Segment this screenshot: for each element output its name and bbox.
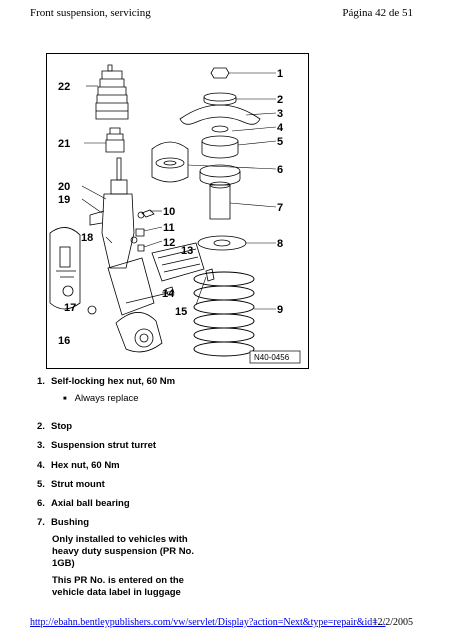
list-item: 2. Stop	[37, 421, 72, 432]
callout-11: 11	[163, 222, 175, 234]
callout-5: 5	[277, 136, 283, 148]
exploded-diagram: 1 2 3 4 5 6 7 8 9 10 11 12 13 14 15 16 1…	[46, 53, 309, 369]
footer-link[interactable]: http://ebahn.bentleypublishers.com/vw/se…	[30, 617, 386, 628]
clip-shape	[205, 268, 215, 282]
mount-stack-shape	[179, 67, 261, 251]
callout-17: 17	[64, 302, 76, 314]
callout-6: 6	[277, 164, 283, 176]
callout-15: 15	[175, 306, 187, 318]
sub-item-text: Always replace	[74, 393, 139, 404]
footer-url[interactable]: http://ebahn.bentleypublishers.com/vw/se…	[30, 617, 385, 628]
item-number: 4.	[37, 460, 45, 471]
note-line: 1GB)	[52, 558, 75, 569]
page-number: Página 42 de 51	[342, 7, 413, 19]
callout-8: 8	[277, 238, 283, 250]
footer-date: 12/2/2005	[372, 617, 413, 628]
item-text: Hex nut, 60 Nm	[51, 460, 120, 471]
callout-1: 1	[277, 68, 283, 80]
small-hardware-shape	[135, 209, 205, 282]
strut-shape	[89, 157, 145, 269]
knuckle-shape	[87, 257, 175, 353]
callout-12: 12	[163, 237, 175, 249]
note-line: Only installed to vehicles with	[52, 534, 188, 545]
note-line: vehicle data label in luggage	[52, 587, 181, 598]
callout-18: 18	[81, 232, 93, 244]
callout-14: 14	[162, 288, 175, 300]
callout-20: 20	[58, 181, 70, 193]
callout-10: 10	[163, 206, 175, 218]
callout-19: 19	[58, 194, 70, 206]
list-item: 4. Hex nut, 60 Nm	[37, 460, 120, 471]
callout-4: 4	[277, 122, 284, 134]
item-number: 1.	[37, 376, 45, 387]
item-text: Self-locking hex nut, 60 Nm	[51, 376, 176, 387]
bump-stop-shape	[105, 127, 125, 153]
callout-16: 16	[58, 335, 70, 347]
item-text: Bushing	[51, 517, 89, 528]
item-text: Stop	[51, 421, 73, 432]
list-item: 7. Bushing	[37, 517, 89, 528]
list-item: 3. Suspension strut turret	[37, 440, 156, 451]
bullet-icon: ■	[63, 396, 67, 402]
list-item: 1. Self-locking hex nut, 60 Nm	[37, 376, 175, 387]
item-number: 5.	[37, 479, 45, 490]
item-text: Suspension strut turret	[51, 440, 157, 451]
inset-detail-shape	[49, 227, 81, 310]
pr-number-note: This PR No. is entered on the vehicle da…	[52, 575, 232, 599]
callout-13: 13	[181, 245, 193, 257]
list-item: 6. Axial ball bearing	[37, 498, 130, 509]
leader-lines	[81, 72, 277, 310]
item-text: Strut mount	[51, 479, 105, 490]
item-number: 7.	[37, 517, 45, 528]
bushing-note: Only installed to vehicles with heavy du…	[52, 534, 232, 570]
item-number: 2.	[37, 421, 45, 432]
boot-shape	[95, 64, 129, 120]
suspension-diagram-svg: 1 2 3 4 5 6 7 8 9 10 11 12 13 14 15 16 1…	[46, 53, 309, 369]
callout-3: 3	[277, 108, 283, 120]
sub-item: ■ Always replace	[63, 393, 139, 404]
note-line: This PR No. is entered on the	[52, 575, 184, 586]
callout-7: 7	[277, 202, 283, 214]
item-text: Axial ball bearing	[51, 498, 130, 509]
note-line: heavy duty suspension (PR No.	[52, 546, 194, 557]
callout-21: 21	[58, 138, 70, 150]
list-item: 5. Strut mount	[37, 479, 105, 490]
callout-9: 9	[277, 304, 283, 316]
bearing-inset-shape	[151, 141, 189, 183]
document-title: Front suspension, servicing	[30, 7, 151, 19]
item-number: 3.	[37, 440, 45, 451]
callout-22: 22	[58, 81, 70, 93]
coil-spring-shape	[193, 271, 255, 357]
item-number: 6.	[37, 498, 45, 509]
callout-2: 2	[277, 94, 283, 106]
figure-code: N40-0456	[254, 353, 290, 362]
figure-code-box	[249, 350, 301, 364]
